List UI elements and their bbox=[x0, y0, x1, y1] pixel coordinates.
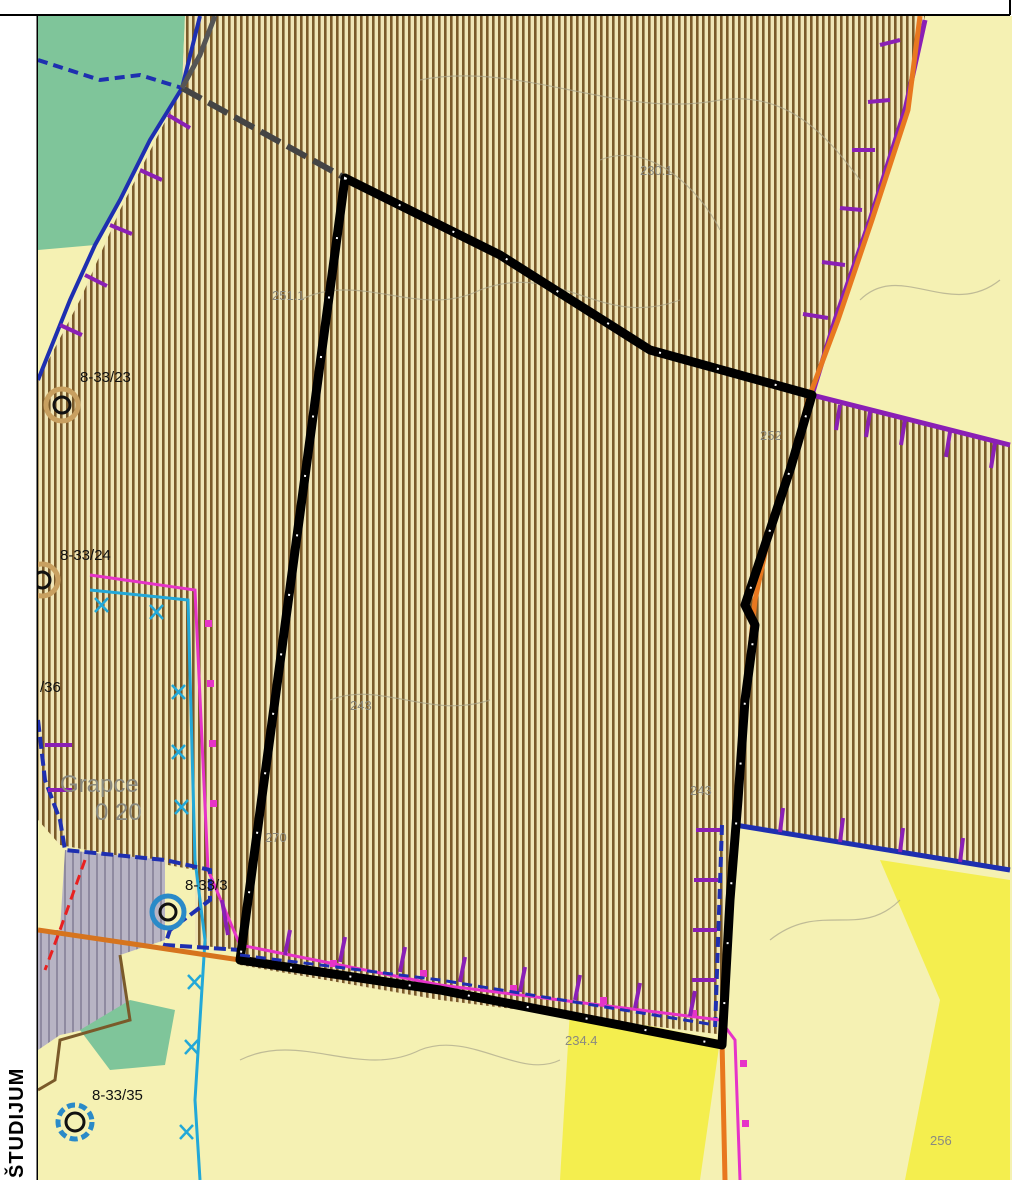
parcel-marker-23[interactable] bbox=[43, 386, 81, 424]
blue-dashed-nw bbox=[38, 58, 183, 90]
faint-label-4: 243 bbox=[690, 783, 712, 798]
parcel-marker-3[interactable] bbox=[149, 893, 187, 931]
parcel-label-23: 8-33/23 bbox=[80, 369, 131, 386]
parcel-marker-35[interactable] bbox=[55, 1102, 95, 1142]
forest-area bbox=[38, 16, 185, 250]
hatched-zone-main bbox=[38, 16, 1010, 1035]
settlement-area bbox=[38, 850, 165, 1050]
faint-label-8: 256 bbox=[930, 1133, 952, 1148]
blue-boundary-east-ticks bbox=[778, 807, 965, 863]
blue-boundary-plot-south bbox=[239, 953, 716, 1027]
faint-label-village: Grapce bbox=[60, 771, 139, 798]
purple-boundary-ne-ticks bbox=[802, 38, 901, 320]
parcel-label-3: 8-33/3 bbox=[185, 877, 228, 894]
blue-boundary-plot-east bbox=[713, 824, 724, 1031]
faint-label-elev: 0 20 bbox=[95, 799, 142, 826]
parcel-marker-24[interactable] bbox=[26, 561, 61, 599]
parcel-label-36: /36 bbox=[40, 679, 61, 696]
bright-yellow-zone-se bbox=[880, 860, 1010, 1180]
magenta-ticks bbox=[205, 620, 749, 1127]
cyan-x-marks bbox=[94, 597, 202, 1140]
bright-yellow-zone-south bbox=[560, 1010, 720, 1180]
purple-ticks-nw bbox=[59, 113, 192, 337]
red-dashed-line bbox=[43, 859, 87, 971]
purple-ticks-plot-east bbox=[692, 828, 720, 982]
faint-label-7: 252 bbox=[760, 428, 782, 443]
purple-ticks-settlement bbox=[45, 743, 230, 936]
faint-label-2: 251.1 bbox=[272, 288, 305, 303]
contour-lines bbox=[239, 75, 1001, 1066]
grey-line-top bbox=[179, 16, 218, 90]
faint-label-6: 234.4 bbox=[565, 1033, 598, 1048]
plot-boundary[interactable] bbox=[235, 173, 817, 1050]
forest-area-south bbox=[80, 1000, 175, 1070]
purple-boundary-east bbox=[811, 392, 1011, 448]
faint-label-3: 243 bbox=[350, 698, 372, 713]
road-orange-sw bbox=[38, 927, 241, 963]
faint-label-5: 270 bbox=[265, 830, 287, 845]
magenta-boundary bbox=[89, 573, 742, 1180]
purple-ticks-plot-south bbox=[283, 929, 697, 1017]
grey-dashed-line bbox=[180, 85, 347, 181]
purple-boundary-east-ticks bbox=[834, 404, 997, 469]
parcel-label-24: 8-33/24 bbox=[60, 547, 111, 564]
faint-label-1: 230.1 bbox=[640, 163, 673, 178]
parcel-label-35: 8-33/35 bbox=[92, 1087, 143, 1104]
road-brown-sw bbox=[38, 954, 132, 1092]
blue-boundary-settlement bbox=[38, 719, 241, 952]
cyan-line bbox=[89, 588, 207, 1180]
blue-boundary-east bbox=[734, 822, 1011, 873]
